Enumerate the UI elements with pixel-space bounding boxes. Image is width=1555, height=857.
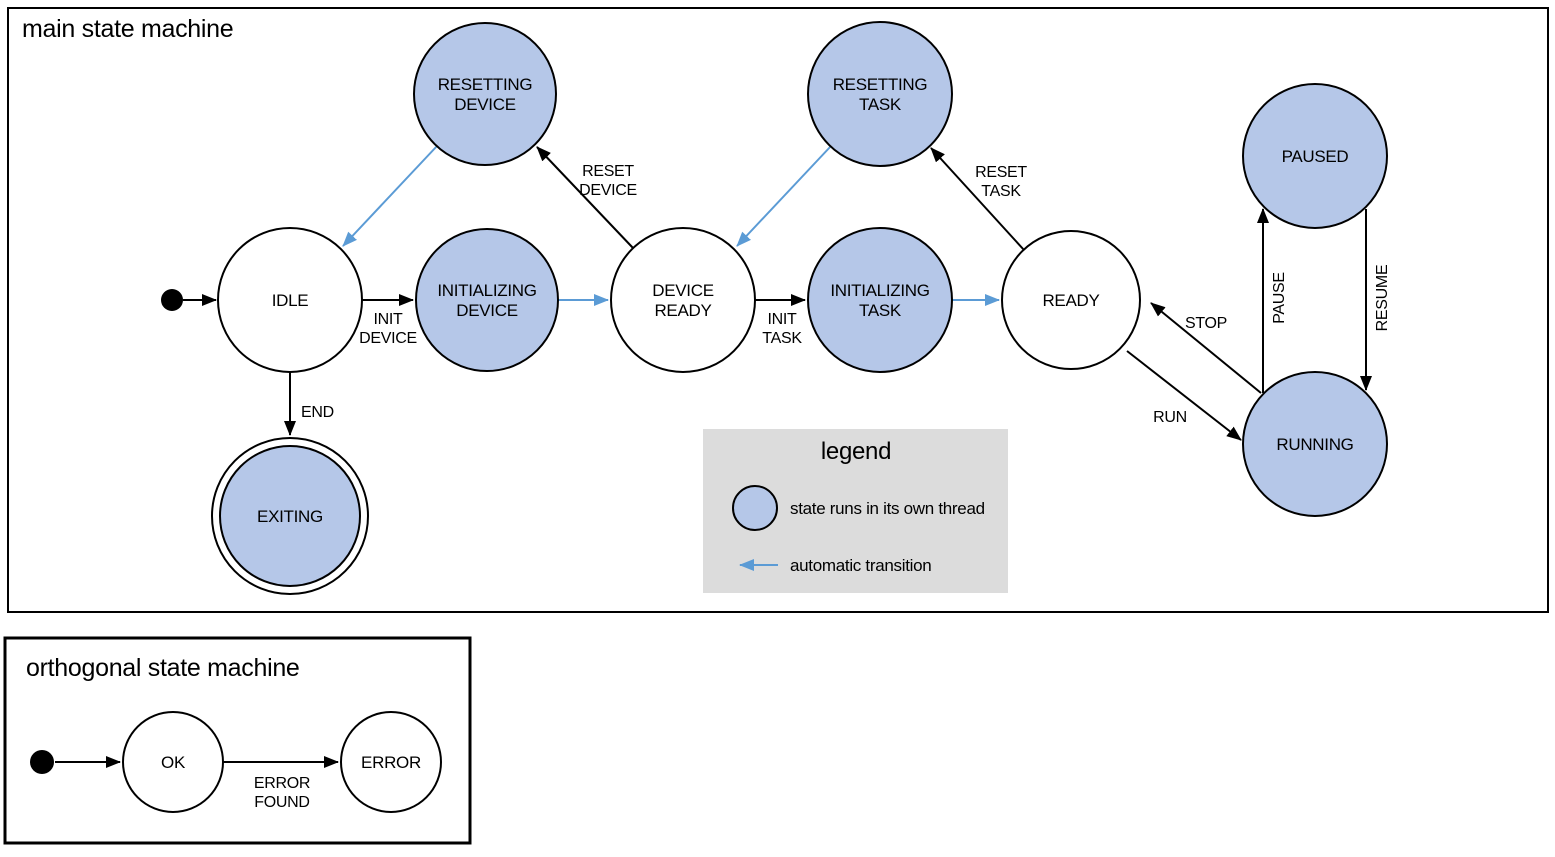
legend-thread-label: state runs in its own thread bbox=[790, 499, 985, 518]
main-state-machine-panel: main state machine INIT DEVICE RESET DEV… bbox=[7, 7, 1549, 613]
transition-label: RESUME bbox=[1374, 265, 1391, 332]
auto-transition-resetting-task-to-device-ready bbox=[736, 145, 832, 247]
legend-thread-state-icon bbox=[732, 485, 778, 531]
transition-label: DEVICE bbox=[359, 330, 417, 347]
state-circle bbox=[219, 445, 361, 587]
state-circle bbox=[1001, 230, 1141, 370]
auto-transition-line bbox=[342, 145, 438, 247]
main-panel-title: main state machine bbox=[22, 15, 233, 43]
state-circle bbox=[610, 227, 756, 373]
transition-line bbox=[1150, 302, 1262, 394]
transition-reset-device: RESET DEVICE bbox=[536, 146, 637, 249]
transition-line bbox=[536, 146, 634, 249]
transition-pause: PAUSE bbox=[1257, 208, 1288, 393]
transition-label: FOUND bbox=[254, 794, 309, 811]
transition-resume: RESUME bbox=[1360, 209, 1391, 391]
transition-label: RESET bbox=[975, 164, 1027, 181]
state-circle bbox=[413, 22, 557, 166]
transition-label: INIT bbox=[373, 311, 403, 328]
state-label: RESETTING bbox=[833, 75, 928, 94]
transition-label: INIT bbox=[767, 311, 797, 328]
state-label: DEVICE bbox=[652, 281, 714, 300]
transition-reset-task: RESET TASK bbox=[930, 147, 1028, 251]
state-label: PAUSED bbox=[1282, 147, 1349, 166]
state-label: TASK bbox=[859, 95, 902, 114]
transition-label: DEVICE bbox=[579, 182, 637, 199]
auto-transition-line bbox=[736, 145, 832, 247]
state-resetting-task: RESETTING TASK bbox=[807, 21, 953, 167]
state-running: RUNNING bbox=[1242, 371, 1388, 517]
state-label: IDLE bbox=[272, 291, 309, 310]
transition-line bbox=[930, 147, 1025, 251]
state-circle bbox=[807, 227, 953, 373]
state-idle: IDLE bbox=[217, 227, 363, 373]
transition-error-found: ERROR FOUND bbox=[223, 756, 339, 811]
transition-init-device: INIT DEVICE bbox=[359, 294, 417, 347]
state-label: OK bbox=[161, 753, 186, 772]
state-initializing-task: INITIALIZING TASK bbox=[807, 227, 953, 373]
auto-transition-resetting-device-to-idle bbox=[342, 145, 438, 247]
state-circle bbox=[1242, 371, 1388, 517]
state-label: EXITING bbox=[257, 507, 323, 526]
transition-label: ERROR bbox=[254, 775, 310, 792]
transition-init-task: INIT TASK bbox=[755, 294, 806, 347]
transition-end: END bbox=[284, 372, 334, 436]
state-label: RESETTING bbox=[438, 75, 533, 94]
legend: legend state runs in its own thread auto… bbox=[703, 429, 1008, 593]
state-circle bbox=[1242, 83, 1388, 229]
transition-label: END bbox=[301, 404, 334, 421]
orthogonal-state-machine-panel: orthogonal state machine ERROR FOUND OK … bbox=[3, 636, 472, 845]
state-label: DEVICE bbox=[456, 301, 518, 320]
state-circle bbox=[340, 711, 442, 813]
state-error: ERROR bbox=[340, 711, 442, 813]
transition-label: TASK bbox=[981, 183, 1021, 200]
state-initializing-device: INITIALIZING DEVICE bbox=[415, 228, 559, 372]
state-ok: OK bbox=[122, 711, 224, 813]
state-ready: READY bbox=[1001, 230, 1141, 370]
state-label: DEVICE bbox=[454, 95, 516, 114]
state-label: READY bbox=[654, 301, 711, 320]
initial-state-dot bbox=[161, 289, 183, 311]
state-circle bbox=[217, 227, 363, 373]
transition-label: RESET bbox=[582, 163, 634, 180]
state-label: READY bbox=[1042, 291, 1099, 310]
state-resetting-device: RESETTING DEVICE bbox=[413, 22, 557, 166]
state-label: ERROR bbox=[361, 753, 421, 772]
state-paused: PAUSED bbox=[1242, 83, 1388, 229]
transition-stop: STOP bbox=[1150, 302, 1262, 394]
state-circle bbox=[122, 711, 224, 813]
state-device-ready: DEVICE READY bbox=[610, 227, 756, 373]
state-label: INITIALIZING bbox=[437, 281, 536, 300]
state-label: INITIALIZING bbox=[830, 281, 929, 300]
transition-label: TASK bbox=[762, 330, 802, 347]
orthogonal-panel-title: orthogonal state machine bbox=[26, 654, 300, 682]
initial-state-dot bbox=[30, 750, 54, 774]
legend-title: legend bbox=[821, 438, 891, 465]
transition-label: PAUSE bbox=[1271, 272, 1288, 324]
state-circle bbox=[415, 228, 559, 372]
state-label: RUNNING bbox=[1276, 435, 1353, 454]
transition-line bbox=[1126, 350, 1242, 441]
state-circle bbox=[807, 21, 953, 167]
legend-auto-label: automatic transition bbox=[790, 556, 931, 575]
state-exiting-final: EXITING bbox=[211, 437, 369, 595]
state-label: TASK bbox=[859, 301, 902, 320]
transition-run: RUN bbox=[1126, 350, 1242, 441]
transition-label: STOP bbox=[1185, 315, 1227, 332]
transition-label: RUN bbox=[1153, 409, 1187, 426]
